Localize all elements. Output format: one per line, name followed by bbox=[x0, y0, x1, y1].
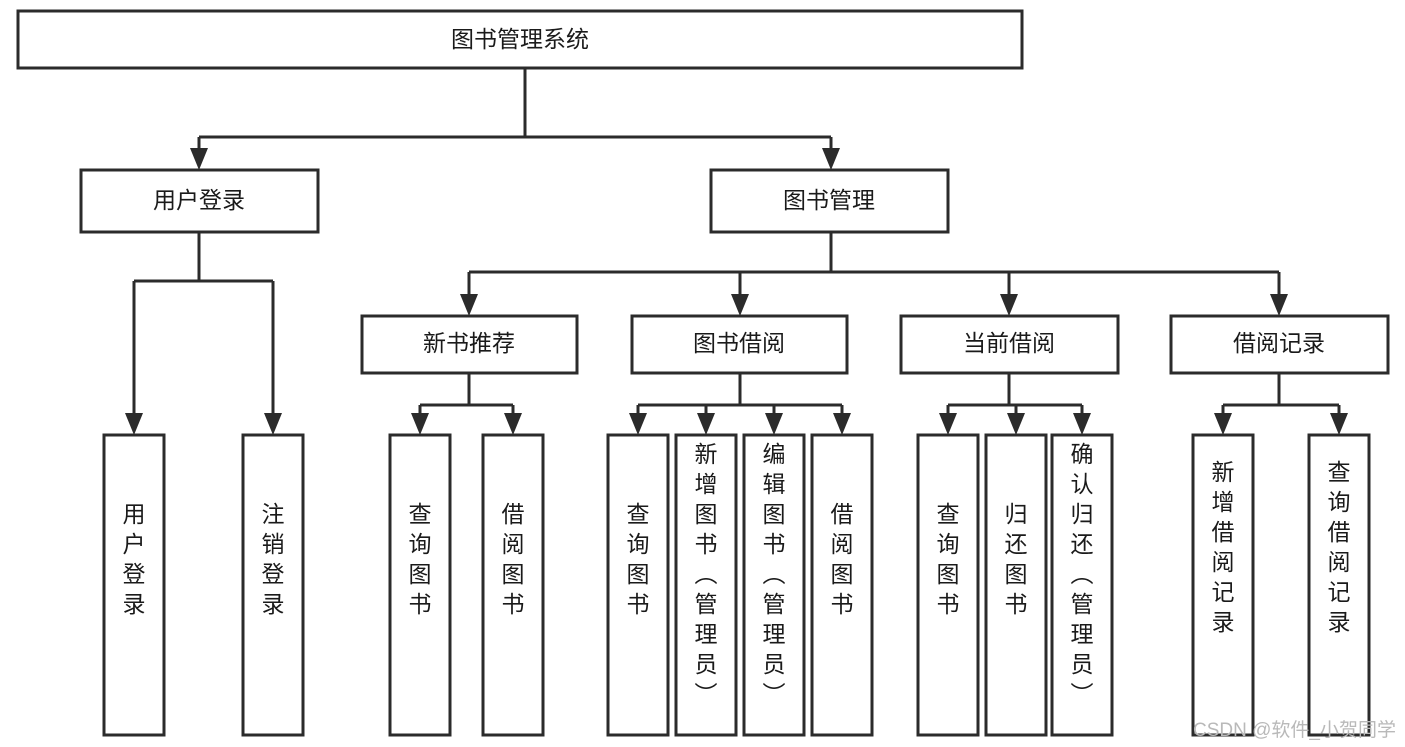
leaf-node-user-login-label: 用户登录 bbox=[123, 501, 146, 617]
leaf-node-confirm-return-admin-box[interactable] bbox=[1050, 433, 1114, 737]
leaf-node-edit-book-admin[interactable]: 编辑图书︵管理员︶ bbox=[742, 433, 806, 737]
leaf-node-confirm-return-admin[interactable]: 确认归还︵管理员︶ bbox=[1050, 433, 1114, 737]
leaf-node-query-book-nb[interactable]: 查询图书 bbox=[388, 433, 452, 737]
leaf-node-borrow-book-nb-box[interactable] bbox=[481, 433, 545, 737]
leaf-node-query-book-bb-box[interactable] bbox=[606, 433, 670, 737]
arrow-head-new-book-recommend bbox=[460, 294, 478, 316]
node-user-login[interactable]: 用户登录 bbox=[79, 168, 320, 234]
arrow-head-nb-leaf2 bbox=[504, 413, 522, 435]
leaf-node-edit-book-admin-label: 编辑图书︵管理员︶ bbox=[763, 441, 786, 707]
node-root-system[interactable]: 图书管理系统 bbox=[16, 9, 1024, 70]
leaf-node-return-book-label: 归还图书 bbox=[1005, 501, 1028, 617]
leaf-node-borrow-book-nb-label: 借阅图书 bbox=[502, 501, 525, 617]
leaf-node-add-book-admin-box[interactable] bbox=[674, 433, 738, 737]
leaf-node-query-book-cb[interactable]: 查询图书 bbox=[916, 433, 980, 737]
arrow-head-br-leaf2 bbox=[1330, 413, 1348, 435]
arrow-head-br-leaf1 bbox=[1214, 413, 1232, 435]
arrow-head-cb-leaf3 bbox=[1073, 413, 1091, 435]
node-new-book-recommend[interactable]: 新书推荐 bbox=[360, 314, 579, 375]
leaf-node-borrow-book-bb[interactable]: 借阅图书 bbox=[810, 433, 874, 737]
node-root-system-label: 图书管理系统 bbox=[451, 26, 589, 52]
leaf-node-user-login[interactable]: 用户登录 bbox=[102, 433, 166, 737]
node-borrow-record[interactable]: 借阅记录 bbox=[1169, 314, 1390, 375]
arrow-head-nb-leaf1 bbox=[411, 413, 429, 435]
leaf-node-query-borrow-record[interactable]: 查询借阅记录 bbox=[1307, 433, 1371, 737]
arrow-head-bb-leaf3 bbox=[765, 413, 783, 435]
arrow-head-bb-leaf1 bbox=[629, 413, 647, 435]
leaf-node-add-borrow-record[interactable]: 新增借阅记录 bbox=[1191, 433, 1255, 737]
leaf-node-add-borrow-record-label: 新增借阅记录 bbox=[1212, 459, 1235, 635]
leaf-node-confirm-return-admin-label: 确认归还︵管理员︶ bbox=[1071, 441, 1094, 707]
arrow-head-cb-leaf1 bbox=[939, 413, 957, 435]
node-book-management-label: 图书管理 bbox=[783, 187, 875, 213]
leaf-node-query-book-cb-label: 查询图书 bbox=[937, 501, 960, 617]
arrow-head-cb-leaf2 bbox=[1007, 413, 1025, 435]
node-book-borrow[interactable]: 图书借阅 bbox=[630, 314, 849, 375]
arrow-head-user-login bbox=[190, 148, 208, 170]
node-book-borrow-label: 图书借阅 bbox=[693, 330, 785, 356]
arrow-head-current-borrow bbox=[1000, 294, 1018, 316]
leaf-node-query-book-cb-box[interactable] bbox=[916, 433, 980, 737]
leaf-node-borrow-book-bb-label: 借阅图书 bbox=[831, 501, 854, 617]
leaf-node-return-book[interactable]: 归还图书 bbox=[984, 433, 1048, 737]
leaf-node-add-book-admin-label: 新增图书︵管理员︶ bbox=[695, 441, 718, 707]
arrow-head-bb-leaf2 bbox=[697, 413, 715, 435]
leaf-node-query-book-nb-box[interactable] bbox=[388, 433, 452, 737]
arrow-head-bb-leaf4 bbox=[833, 413, 851, 435]
node-new-book-recommend-box[interactable] bbox=[360, 314, 579, 375]
leaf-node-query-borrow-record-box[interactable] bbox=[1307, 433, 1371, 737]
node-user-login-box[interactable] bbox=[79, 168, 320, 234]
node-borrow-record-box[interactable] bbox=[1169, 314, 1390, 375]
node-user-login-label: 用户登录 bbox=[153, 187, 245, 213]
leaf-node-add-book-admin[interactable]: 新增图书︵管理员︶ bbox=[674, 433, 738, 737]
leaf-node-query-book-nb-label: 查询图书 bbox=[409, 501, 432, 617]
leaf-node-return-book-box[interactable] bbox=[984, 433, 1048, 737]
node-borrow-record-label: 借阅记录 bbox=[1233, 330, 1325, 356]
node-current-borrow[interactable]: 当前借阅 bbox=[899, 314, 1120, 375]
arrow-head-borrow-record bbox=[1270, 294, 1288, 316]
leaf-node-logout[interactable]: 注销登录 bbox=[241, 433, 305, 737]
arrow-head-book-mgmt bbox=[822, 148, 840, 170]
watermark-label: CSDN @软件_小贺同学 bbox=[1193, 719, 1396, 741]
edge-layer bbox=[125, 68, 1348, 435]
arrow-head-leaf-user-login bbox=[125, 413, 143, 435]
leaf-node-query-borrow-record-label: 查询借阅记录 bbox=[1328, 459, 1351, 635]
node-current-borrow-label: 当前借阅 bbox=[963, 330, 1055, 356]
node-book-management-box[interactable] bbox=[709, 168, 950, 234]
node-book-borrow-box[interactable] bbox=[630, 314, 849, 375]
leaf-node-edit-book-admin-box[interactable] bbox=[742, 433, 806, 737]
leaf-node-query-book-bb[interactable]: 查询图书 bbox=[606, 433, 670, 737]
leaf-node-query-book-bb-label: 查询图书 bbox=[627, 501, 650, 617]
node-book-management[interactable]: 图书管理 bbox=[709, 168, 950, 234]
leaf-node-logout-label: 注销登录 bbox=[262, 501, 285, 617]
arrow-head-leaf-logout bbox=[264, 413, 282, 435]
node-new-book-recommend-label: 新书推荐 bbox=[423, 330, 515, 356]
leaf-node-borrow-book-bb-box[interactable] bbox=[810, 433, 874, 737]
leaf-node-borrow-book-nb[interactable]: 借阅图书 bbox=[481, 433, 545, 737]
leaf-node-logout-box[interactable] bbox=[241, 433, 305, 737]
node-current-borrow-box[interactable] bbox=[899, 314, 1120, 375]
arrow-head-book-borrow bbox=[731, 294, 749, 316]
node-root-system-box[interactable] bbox=[16, 9, 1024, 70]
leaf-node-user-login-box[interactable] bbox=[102, 433, 166, 737]
leaf-node-add-borrow-record-box[interactable] bbox=[1191, 433, 1255, 737]
